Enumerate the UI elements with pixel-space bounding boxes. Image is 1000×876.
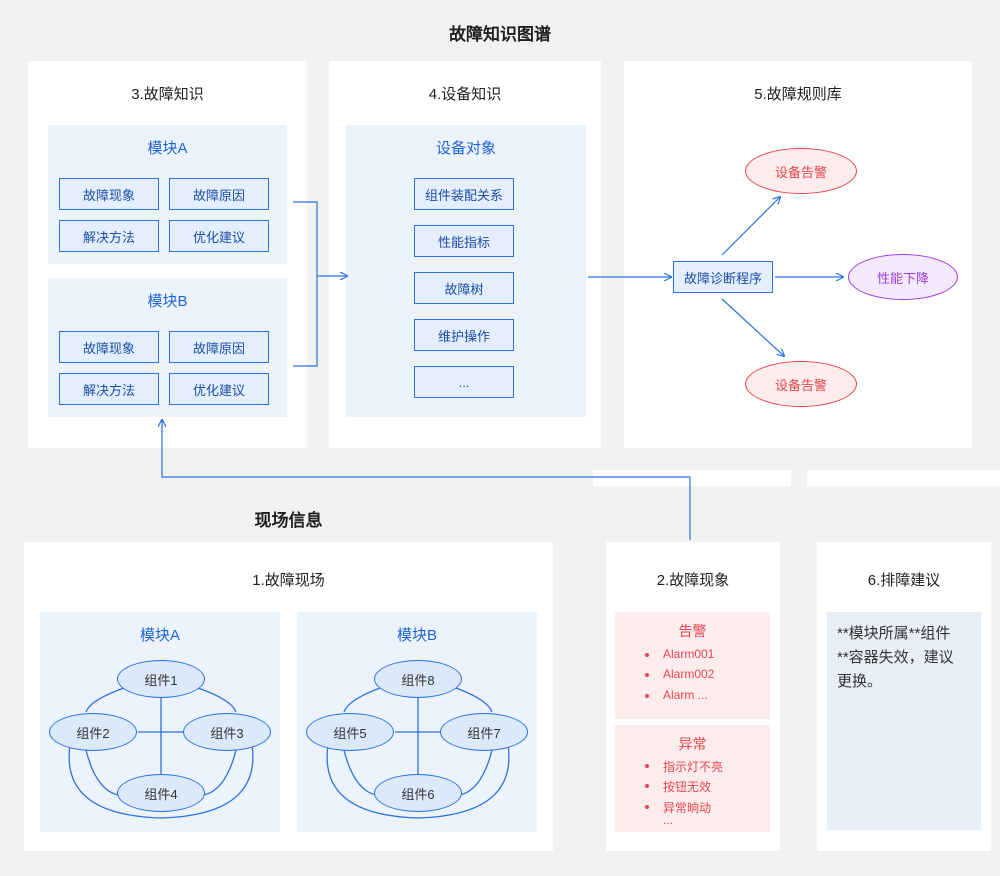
bullet-dot [645,784,649,788]
panel-title: 1.故障现场 [252,572,325,589]
component-node: 组件6 [374,774,462,812]
panel-title: 5.故障规则库 [754,86,842,103]
module-title: 模块A [147,140,188,157]
knowledge-node: 优化建议 [169,220,269,252]
bullet-dot [645,653,649,657]
module-title: 模块B [396,627,437,644]
knowledge-node: 解决方法 [59,373,159,405]
device-node: 组件装配关系 [414,178,514,210]
knowledge-node: 优化建议 [169,373,269,405]
knowledge-node: 故障现象 [59,331,159,363]
component-node: 组件7 [440,713,528,751]
bullet-dot [645,673,649,677]
abnormal-box [615,725,770,832]
panel-title: 2.故障现象 [656,572,730,589]
panel-title: 4.设备知识 [428,86,502,103]
device-node: ... [414,366,514,398]
panel-title: 6.排障建议 [867,572,941,589]
advice-box [827,612,981,830]
abnormal-item: 指示灯不亮 [663,760,724,774]
alarm-box [615,612,770,719]
performance-output-node: 性能下降 [848,254,958,300]
panel-title: 3.故障知识 [131,86,204,103]
component-node: 组件1 [117,660,205,698]
component-node: 组件5 [306,713,394,751]
component-node: 组件4 [117,774,205,812]
device-node: 故障树 [414,272,514,304]
advice-line: 更换。 [837,673,883,690]
advice-line: **容器失效，建议 [837,649,954,666]
page-title: 故障知识图谱 [449,25,551,44]
diagnosis-program-node: 故障诊断程序 [673,261,773,293]
arrow-phenomenon-to-knowledge [162,420,691,540]
alarm-title: 告警 [678,623,707,639]
module-title: 模块B [147,293,188,310]
knowledge-node: 故障原因 [169,331,269,363]
component-node: 组件2 [49,713,137,751]
component-node: 组件3 [183,713,271,751]
column-divider [791,470,807,876]
module-title: 模块A [139,627,180,644]
knowledge-node: 故障原因 [169,178,269,210]
bracket-connector [293,201,318,367]
advice-line: **模块所属**组件 [837,625,951,642]
bullet-dot [645,764,649,768]
section-title: 现场信息 [254,511,323,530]
abnormal-item: 异常晌动 [663,801,712,815]
abnormal-title: 异常 [678,736,707,752]
abnormal-item: 按钮无效 [663,780,712,794]
device-object-title: 设备对象 [435,140,496,157]
abnormal-more: ... [663,813,674,827]
column-divider [577,470,593,876]
knowledge-node: 解决方法 [59,220,159,252]
device-node: 维护操作 [414,319,514,351]
alarm-output-node: 设备告警 [745,148,857,194]
knowledge-node: 故障现象 [59,178,159,210]
arrow-to-alarm-bottom [721,298,784,356]
alarm-item: Alarm ... [663,688,708,702]
component-node: 组件8 [374,660,462,698]
alarm-item: Alarm001 [663,647,715,661]
bullet-dot [645,694,649,698]
alarm-item: Alarm002 [663,667,715,681]
alarm-output-node: 设备告警 [745,361,857,407]
device-node: 性能指标 [414,225,514,257]
arrow-to-alarm-top [721,197,780,256]
bullet-dot [645,805,649,809]
